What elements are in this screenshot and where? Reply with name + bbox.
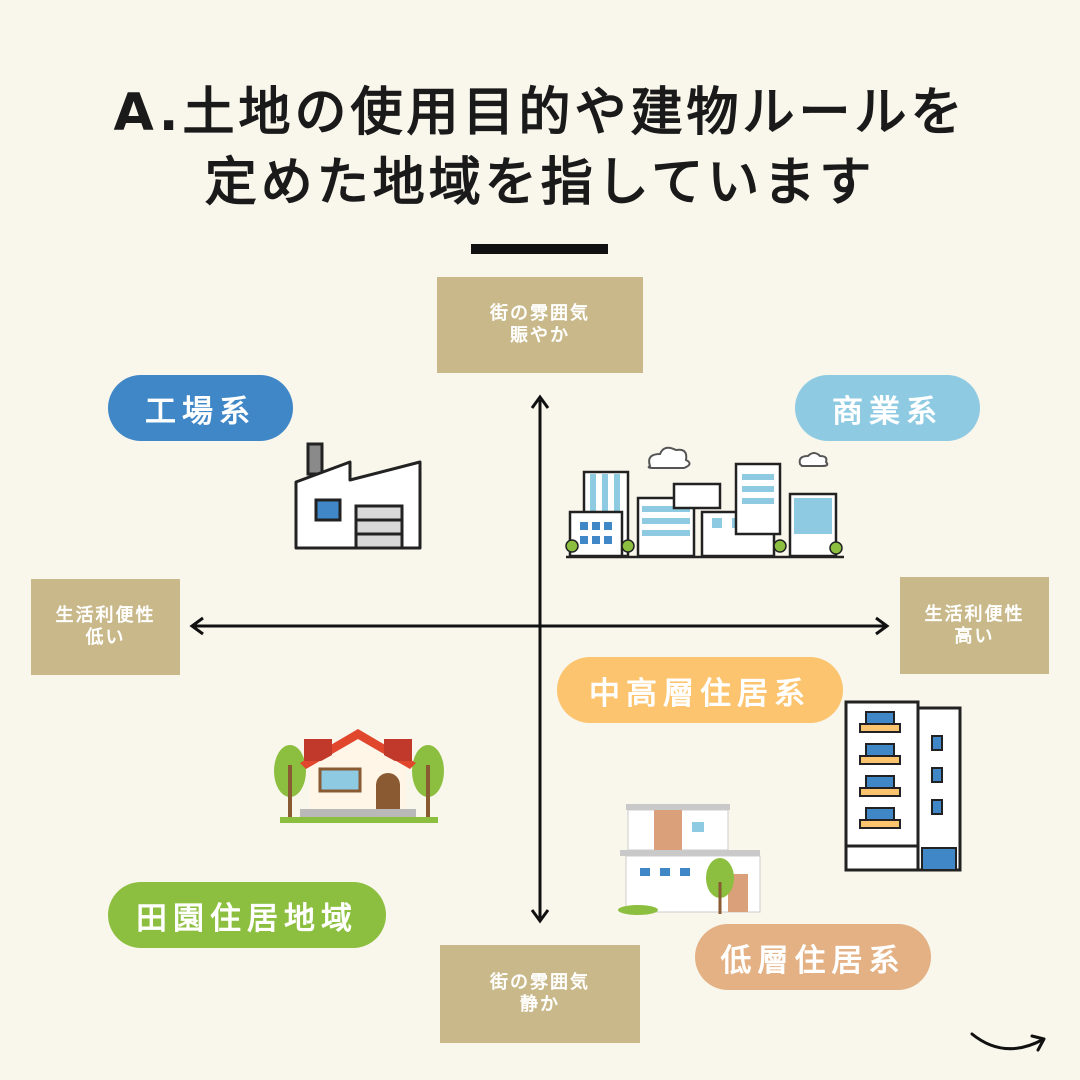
axis-right-line1: 生活利便性 — [924, 603, 1025, 625]
rural-house-icon — [274, 729, 444, 823]
zone-low-residential-label: 低層住居系 — [695, 924, 931, 990]
title-line-1: A.土地の使用目的や建物ルールを — [113, 83, 967, 143]
axis-label-top: 街の雰囲気 賑やか — [437, 277, 643, 373]
axis-label-right: 生活利便性 高い — [900, 577, 1049, 674]
axis-bottom-line2: 静か — [520, 994, 560, 1015]
axis-label-bottom: 街の雰囲気 静か — [440, 945, 640, 1043]
next-arrow-icon[interactable] — [968, 1028, 1050, 1058]
page-title: A.土地の使用目的や建物ルールを 定めた地域を指しています — [0, 78, 1080, 218]
axis-left-line2: 低い — [85, 627, 126, 648]
axis-label-left: 生活利便性 低い — [31, 579, 180, 675]
axis-bottom-line1: 街の雰囲気 — [490, 972, 590, 993]
low-rise-house-icon — [618, 804, 761, 915]
axis-left-line1: 生活利便性 — [55, 605, 156, 626]
zone-mid-high-residential-label: 中高層住居系 — [557, 657, 843, 723]
axis-top-line1: 街の雰囲気 — [490, 303, 590, 324]
apartment-tower-icon — [844, 700, 962, 872]
commercial-buildings-icon — [565, 446, 844, 559]
zone-factory-label: 工場系 — [108, 375, 293, 441]
title-line-2: 定めた地域を指しています — [204, 153, 876, 213]
zone-rural-residential-label: 田園住居地域 — [108, 882, 386, 948]
axis-top-line2: 賑やか — [510, 325, 570, 346]
title-divider — [471, 244, 608, 254]
factory-icon — [294, 442, 422, 550]
zone-commercial-label: 商業系 — [795, 375, 980, 441]
axis-right-line2: 高い — [954, 625, 995, 647]
